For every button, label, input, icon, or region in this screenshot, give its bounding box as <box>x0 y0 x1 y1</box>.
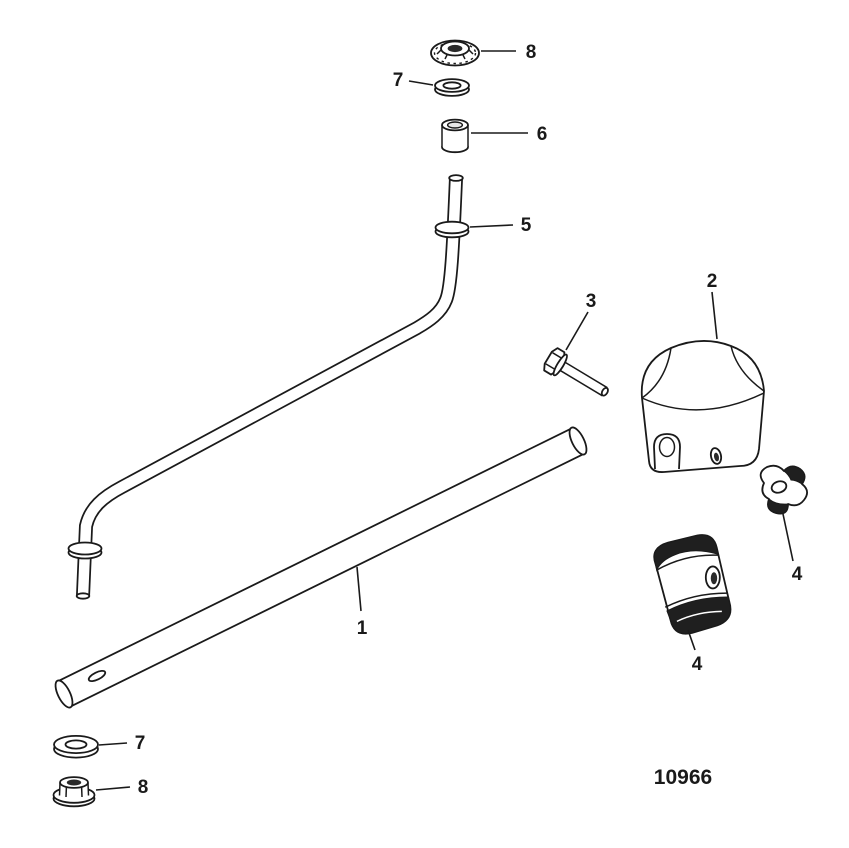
part-3-bolt <box>543 347 609 397</box>
link-rod-bottom-end <box>75 592 91 600</box>
callout-7-top: 7 <box>393 70 404 91</box>
leader-4-right <box>782 513 794 562</box>
callout-7-bottom: 7 <box>135 733 146 754</box>
leader-7-top <box>408 80 434 86</box>
part-6-spacer <box>441 118 469 154</box>
part-8-lower-locknut <box>52 776 96 808</box>
leader-2 <box>711 291 718 340</box>
link-rod-lower-flange-top <box>67 541 103 556</box>
bolt-flange <box>552 353 568 377</box>
callout-labels: 8 7 6 5 3 2 4 4 1 7 8 10966 <box>135 42 803 798</box>
leader-3 <box>565 311 589 351</box>
bolt-tip <box>600 387 609 397</box>
clamp-saddle-notch <box>653 433 681 470</box>
callout-8-bottom: 8 <box>138 777 149 798</box>
callout-leader-lines <box>95 50 794 791</box>
link-rod-top-end <box>448 174 464 182</box>
callout-1: 1 <box>357 618 368 639</box>
clip-hole <box>770 480 788 494</box>
callout-8-top: 8 <box>526 42 537 63</box>
leader-1 <box>356 566 362 612</box>
callout-6: 6 <box>537 124 548 145</box>
leader-8-bottom <box>95 786 131 791</box>
drawing-number: 10966 <box>654 766 712 789</box>
washer-hole <box>64 739 88 750</box>
part-7-lower-washer <box>53 735 99 759</box>
leader-5 <box>469 224 514 228</box>
clamp-saddle-bore <box>658 436 676 458</box>
part-2-clamp-retainer <box>640 340 765 473</box>
leader-4-lower <box>687 629 696 651</box>
washer-hole <box>442 81 462 90</box>
shaft-bottom-end-face <box>54 679 74 709</box>
locknut-insert-hole <box>66 779 82 786</box>
leader-7-bottom <box>98 742 128 746</box>
locknut-insert-hole <box>447 44 463 53</box>
callout-4-right: 4 <box>792 564 803 585</box>
part-7-upper-washer <box>434 78 470 97</box>
callout-5: 5 <box>521 215 532 236</box>
callout-4-lower: 4 <box>692 654 703 675</box>
part-8-upper-locknut <box>430 39 480 67</box>
part-5-link-rod <box>67 174 470 600</box>
callout-3: 3 <box>586 291 597 312</box>
part-1-shift-shaft <box>54 426 588 709</box>
link-rod-upper-flange-top <box>434 220 470 235</box>
part-4-clip-right <box>759 464 808 515</box>
callout-2: 2 <box>707 271 718 292</box>
shaft-top-end-face <box>568 426 588 456</box>
part-4-bushing-lower <box>653 534 732 635</box>
spacer-bore-hole <box>446 121 464 129</box>
shaft-slot-hole <box>87 669 107 683</box>
